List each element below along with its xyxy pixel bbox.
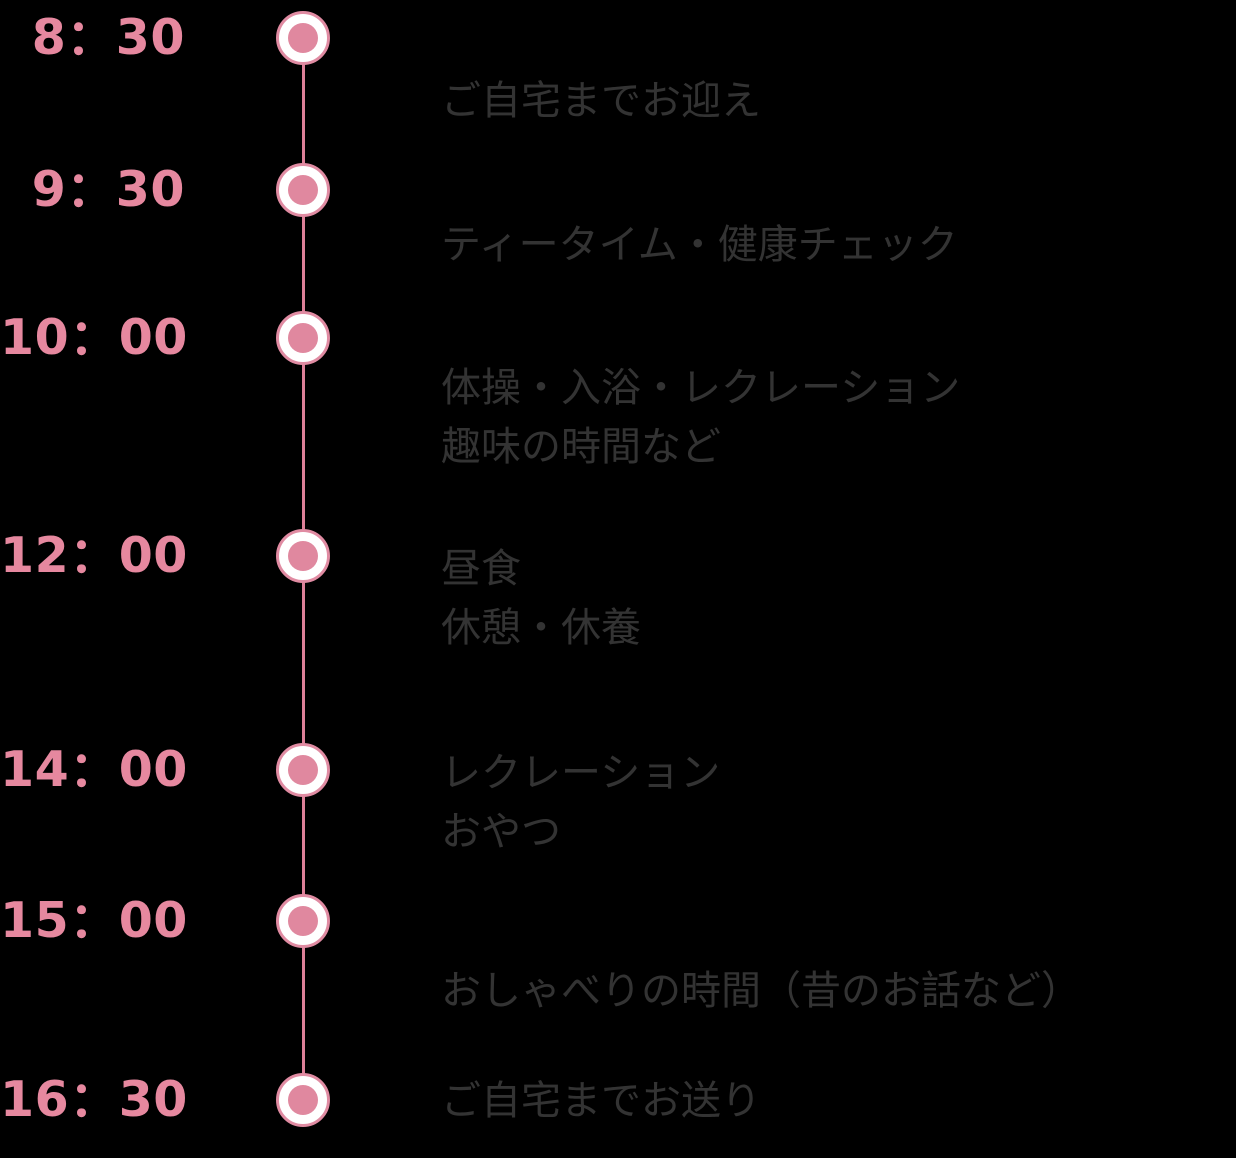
timeline-marker-6 xyxy=(276,894,330,948)
time-label-7: 16：30 xyxy=(0,1071,188,1128)
time-label-1: 8：30 xyxy=(31,9,185,66)
time-label-5: 14：00 xyxy=(0,741,188,798)
description-line: おやつ xyxy=(441,809,561,856)
time-label-3: 10：00 xyxy=(0,309,188,366)
marker-dot-icon xyxy=(288,541,318,571)
schedule-description-1: ご自宅までお迎え xyxy=(441,72,761,131)
schedule-description-3: 体操・入浴・レクレーション 趣味の時間など xyxy=(441,359,960,477)
timeline-marker-5 xyxy=(276,743,330,797)
marker-dot-icon xyxy=(288,906,318,936)
marker-dot-icon xyxy=(288,23,318,53)
description-line: 体操・入浴・レクレーション xyxy=(441,365,961,411)
description-line: おしゃべりの時間（昔のお話など） xyxy=(441,968,1081,1014)
schedule-description-4: 昼食 休憩・休養 xyxy=(441,540,641,658)
timeline-marker-2 xyxy=(276,163,330,217)
time-label-4: 12：00 xyxy=(0,527,188,584)
description-line: レクレーション xyxy=(441,750,721,796)
description-line: 趣味の時間など xyxy=(441,424,721,471)
description-line: ご自宅までお送り xyxy=(441,1078,761,1124)
timeline-marker-1 xyxy=(276,11,330,65)
timeline-marker-3 xyxy=(276,311,330,365)
marker-dot-icon xyxy=(288,323,318,353)
marker-dot-icon xyxy=(288,175,318,205)
description-line: ご自宅までお迎え xyxy=(441,78,761,124)
schedule-description-6: おしゃべりの時間（昔のお話など） xyxy=(441,962,1081,1021)
schedule-description-2: ティータイム・健康チェック xyxy=(441,216,958,275)
timeline-marker-7 xyxy=(276,1073,330,1127)
schedule-description-5: レクレーション おやつ xyxy=(441,744,720,862)
description-line: 昼食 xyxy=(441,546,521,592)
time-label-2: 9：30 xyxy=(31,161,185,218)
timeline-marker-4 xyxy=(276,529,330,583)
marker-dot-icon xyxy=(288,755,318,785)
time-label-6: 15：00 xyxy=(0,892,188,949)
schedule-description-7: ご自宅までお送り xyxy=(441,1072,761,1131)
marker-dot-icon xyxy=(288,1085,318,1115)
description-line: ティータイム・健康チェック xyxy=(441,222,958,268)
description-line: 休憩・休養 xyxy=(441,605,641,652)
